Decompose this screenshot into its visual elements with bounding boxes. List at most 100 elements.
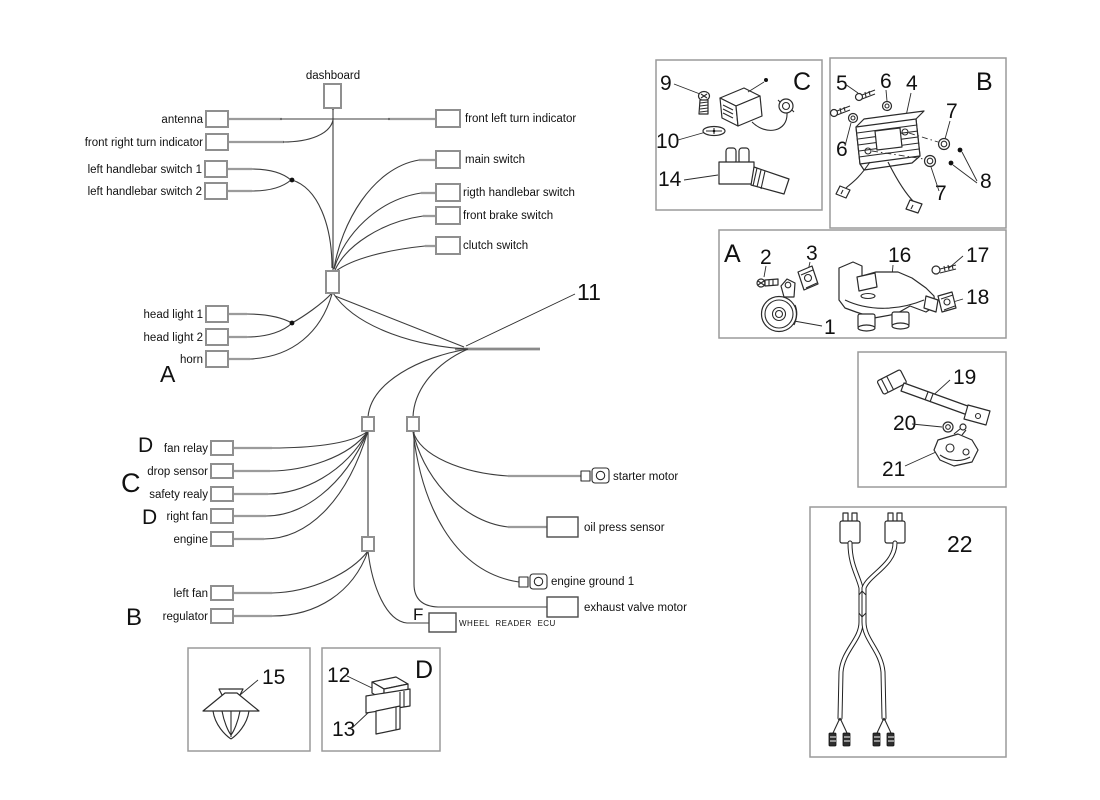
clip-nut-3-icon xyxy=(797,265,819,291)
harness-connector-icons xyxy=(839,512,906,544)
label-antenna: antenna xyxy=(161,114,203,126)
connector-box-wheel-reader-ecu xyxy=(428,612,457,633)
connector-box-left-handlebar-2 xyxy=(204,182,228,200)
part-number-15: 15 xyxy=(262,666,285,689)
panel-clip-15: 15 xyxy=(187,647,311,752)
screw-17-icon xyxy=(931,264,957,275)
fuse-extractor-14-icon xyxy=(718,147,790,195)
part-number-20: 20 xyxy=(893,412,916,435)
panel-c-letter: C xyxy=(793,68,811,96)
connector-box-head-light-1 xyxy=(205,305,229,323)
connector-box-left-fan xyxy=(210,585,234,601)
section-letter-c: C xyxy=(121,468,141,498)
label-head-light-1: head light 1 xyxy=(144,309,203,321)
part-number-11: 11 xyxy=(577,279,601,305)
connector-box-left-handlebar-1 xyxy=(204,160,228,178)
connector-box-clutch xyxy=(435,236,461,255)
panel-relay-letter: D xyxy=(415,656,433,684)
part-number-17: 17 xyxy=(966,244,989,267)
regulator-4-icon xyxy=(835,110,925,214)
sensor-19-icon xyxy=(876,369,991,436)
part-number-1: 1 xyxy=(824,316,836,339)
ring-20-icon xyxy=(942,421,954,433)
screw-5-icon xyxy=(829,89,876,118)
label-front-brake: front brake switch xyxy=(463,210,553,222)
panel-relay-border xyxy=(321,647,441,752)
connector-box-front-brake xyxy=(435,206,461,225)
wire-curves xyxy=(246,108,576,624)
panel-b-letter: B xyxy=(976,68,993,96)
label-head-light-2: head light 2 xyxy=(144,332,203,344)
part-number-6b: 6 xyxy=(836,138,848,161)
label-dashboard: dashboard xyxy=(306,70,360,82)
engine-ground-terminal-icon xyxy=(518,573,548,590)
label-regulator: regulator xyxy=(163,611,209,623)
screw-2-icon xyxy=(756,278,779,288)
wire-stubs xyxy=(227,117,581,618)
starter-motor-terminal-icon xyxy=(580,467,610,484)
connector-box-dashboard xyxy=(323,83,342,109)
connector-box-central xyxy=(325,270,340,294)
spacer-8-icons xyxy=(948,147,963,166)
part-number-3: 3 xyxy=(806,242,818,265)
part-number-10: 10 xyxy=(656,130,679,153)
part-number-13: 13 xyxy=(332,718,355,741)
connector-box-right-fan xyxy=(210,508,234,524)
push-clip-icon xyxy=(202,688,260,740)
panel-b-border xyxy=(829,57,1007,229)
connector-box-main-switch xyxy=(435,150,461,169)
panel-relay-d: D 12 13 xyxy=(321,647,441,752)
label-left-handlebar-1: left handlebar switch 1 xyxy=(88,164,202,176)
part-number-7a: 7 xyxy=(946,100,958,123)
horn-1-icon xyxy=(760,278,798,333)
section-letter-f: F xyxy=(413,605,423,624)
panel-a-border xyxy=(718,229,1007,339)
label-main-switch: main switch xyxy=(465,154,525,166)
part-number-5: 5 xyxy=(836,72,848,95)
label-front-right-turn: front right turn indicator xyxy=(85,137,203,149)
connector-box-right-handlebar xyxy=(435,183,461,202)
panel-a-letter: A xyxy=(724,240,741,268)
connector-box-2 xyxy=(406,416,420,432)
nut-7-icons xyxy=(923,137,951,168)
screw-9-icon xyxy=(697,90,711,115)
washer-6-icons xyxy=(847,100,893,124)
junction-dot-handlebar xyxy=(289,177,295,183)
panel-sensor-border xyxy=(857,351,1007,488)
panel-speed-sensor: 19 20 21 xyxy=(857,351,1007,488)
label-wheel-reader-ecu: WHEEL READER ECU xyxy=(459,619,556,628)
panel-harness-border xyxy=(809,506,1007,758)
label-right-handlebar: rigth handlebar switch xyxy=(463,187,575,199)
wiring-harness-diagram: dashboard antenna front right turn indic… xyxy=(85,70,687,633)
label-safety-relay: safety realy xyxy=(149,489,208,501)
connector-box-drop-sensor xyxy=(210,463,234,479)
connector-box-horn xyxy=(205,350,229,368)
label-exhaust-valve-motor: exhaust valve motor xyxy=(584,602,687,614)
connector-box-3 xyxy=(361,536,375,552)
part-number-7b: 7 xyxy=(935,182,947,205)
relay-12-13-icon xyxy=(365,676,411,735)
connector-box-engine xyxy=(210,531,234,547)
section-letter-b: B xyxy=(126,604,142,631)
washer-10-icon xyxy=(702,125,726,137)
part-number-19: 19 xyxy=(953,366,976,389)
label-clutch: clutch switch xyxy=(463,240,528,252)
label-oil-press-sensor: oil press sensor xyxy=(584,522,665,534)
label-starter-motor: starter motor xyxy=(613,471,678,483)
bracket-21-icon xyxy=(933,433,979,467)
label-engine-ground: engine ground 1 xyxy=(551,576,634,588)
connector-box-safety-relay xyxy=(210,486,234,502)
connector-box-head-light-2 xyxy=(205,328,229,346)
panel-c-immobilizer: C 9 10 14 xyxy=(655,59,823,211)
label-drop-sensor: drop sensor xyxy=(147,466,208,478)
part-number-6a: 6 xyxy=(880,70,892,93)
label-fan-relay: fan relay xyxy=(164,443,208,455)
label-right-fan: right fan xyxy=(166,511,208,523)
connector-box-fan-relay xyxy=(210,440,234,456)
part-number-12: 12 xyxy=(327,664,350,687)
label-left-fan: left fan xyxy=(173,588,208,600)
section-letter-d1: D xyxy=(138,434,153,457)
part-number-18: 18 xyxy=(966,286,989,309)
